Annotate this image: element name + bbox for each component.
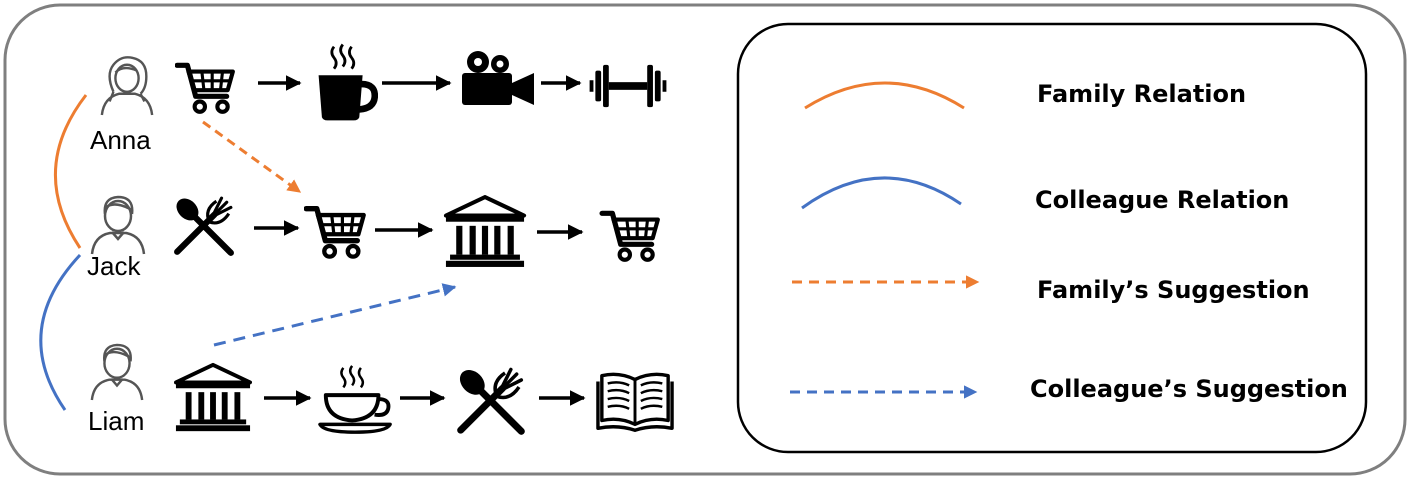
person-name-anna: Anna [90,125,151,155]
colleague-relation-curve [39,253,82,411]
legend-colleague-relation-label: Colleague Relation [1035,186,1289,214]
legend-family-relation-label: Family Relation [1037,80,1246,108]
person-name-liam: Liam [88,406,144,436]
family-suggestion-arrow [202,120,302,194]
legend-colleague-relation-swatch [801,176,962,210]
legend-box [736,22,1368,454]
person-name-jack: Jack [87,251,141,281]
legend-family-relation-swatch [804,81,965,110]
legend-colleague-suggestion-label: Colleague’s Suggestion [1030,375,1348,403]
legend-family-suggestion-label: Family’s Suggestion [1037,276,1310,304]
colleague-suggestion-arrow [213,283,457,347]
family-relation-curve [54,94,88,249]
